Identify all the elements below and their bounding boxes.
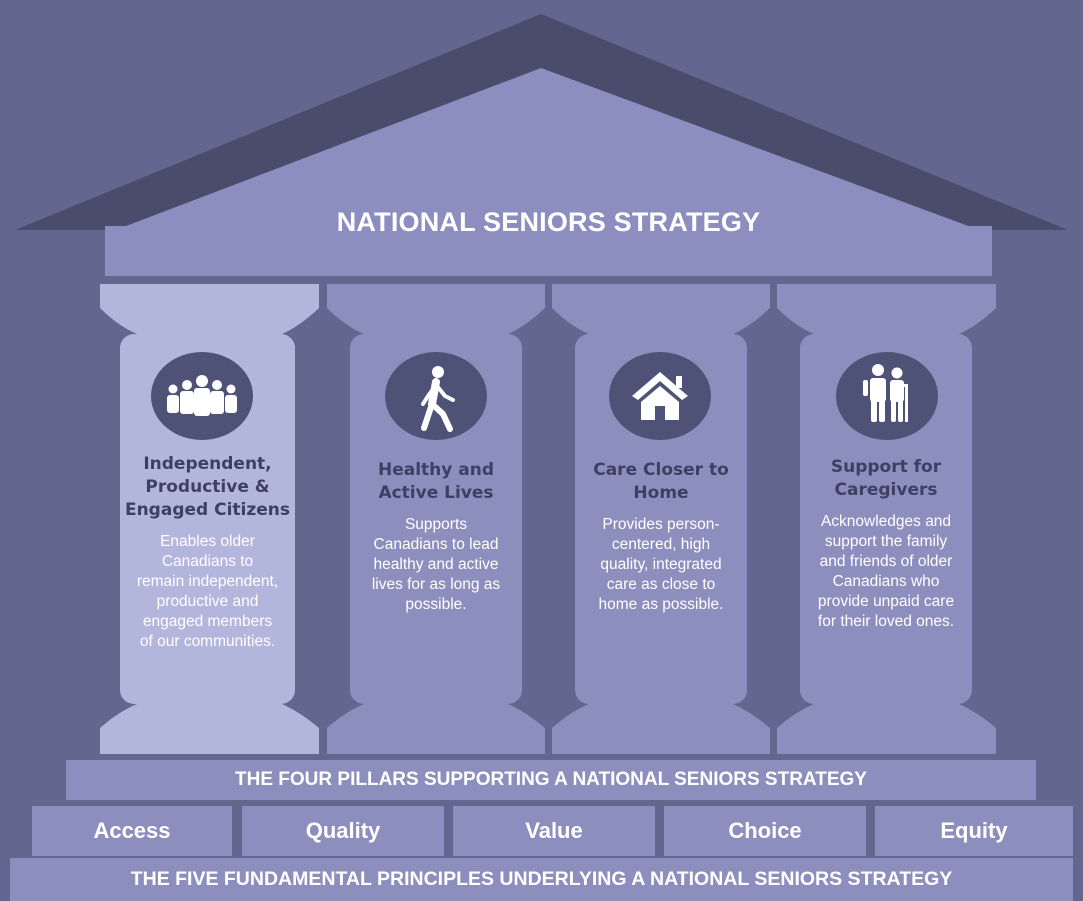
pillar-2-title: Healthy and Active Lives xyxy=(350,459,522,505)
pillar-3-title-line: Care Closer to xyxy=(593,460,729,480)
pillar-1-desc-line: Enables older xyxy=(160,533,255,550)
principle-value: Value xyxy=(453,806,655,856)
pillar-4-description: Acknowledges and support the family and … xyxy=(800,512,972,632)
pillar-2-title-line: Healthy and xyxy=(377,460,495,480)
pillar-3-desc-line: home as possible. xyxy=(598,596,724,613)
pillar-2-desc-line: Canadians to lead xyxy=(373,536,499,553)
pillar-3-desc-line: care as close to xyxy=(606,576,716,593)
pillar-1-title: Independent, Productive & Engaged Citize… xyxy=(120,453,295,522)
roof-frieze xyxy=(105,226,992,276)
principles-band-label: THE FIVE FUNDAMENTAL PRINCIPLES UNDERLYI… xyxy=(130,868,953,890)
pillar-1-desc-line: productive and xyxy=(156,593,259,610)
pillar-1-shape xyxy=(100,284,319,754)
roof-title: NATIONAL SENIORS STRATEGY xyxy=(336,207,761,237)
pillar-4-title-line: Caregivers xyxy=(834,480,938,500)
pillar-1-desc-line: engaged members xyxy=(142,613,273,630)
principle-access: Access xyxy=(32,806,232,856)
pillar-2-shape xyxy=(327,284,545,754)
house-icon xyxy=(632,372,688,420)
pillar-3-title-line: Home xyxy=(633,483,689,503)
group-of-people-icon xyxy=(167,375,237,416)
pillar-1: Independent, Productive & Engaged Citize… xyxy=(120,453,295,652)
walking-person-icon xyxy=(421,366,455,432)
pillar-4-title-line: Support for xyxy=(830,457,942,477)
pillar-1-desc-line: Canadians to xyxy=(161,553,254,570)
pillar-2-desc-line: Supports xyxy=(404,516,468,533)
pillar-1-desc-line: remain independent, xyxy=(136,573,279,590)
pillar-1-title-line: Productive & xyxy=(145,477,270,497)
pillar-2-title-line: Active Lives xyxy=(378,483,494,503)
elderly-couple-icon xyxy=(863,364,908,422)
pillar-2-desc-line: healthy and active xyxy=(373,556,499,573)
pillar-1-description: Enables older Canadians to remain indepe… xyxy=(120,532,295,652)
pillar-4-desc-line: Acknowledges and xyxy=(820,513,952,530)
pillar-3-desc-line: centered, high xyxy=(611,536,711,553)
pillars-band-label: THE FOUR PILLARS SUPPORTING A NATIONAL S… xyxy=(235,769,867,790)
pillar-3-shape xyxy=(552,284,770,754)
pillar-4: Support for Caregivers Acknowledges and … xyxy=(800,456,972,632)
pillar-2-description: Supports Canadians to lead healthy and a… xyxy=(350,515,522,615)
pillar-4-desc-line: support the family xyxy=(824,533,948,550)
pillar-3-desc-line: Provides person- xyxy=(602,516,720,533)
pillar-2: Healthy and Active Lives Supports Canadi… xyxy=(350,459,522,615)
pillar-3: Care Closer to Home Provides person- cen… xyxy=(575,459,747,615)
pillar-3-desc-line: quality, integrated xyxy=(600,556,722,573)
pillar-2-desc-line: possible. xyxy=(405,596,467,613)
pillar-4-title: Support for Caregivers xyxy=(800,456,972,502)
pillar-1-title-line: Engaged Citizens xyxy=(124,500,291,520)
pillar-3-description: Provides person- centered, high quality,… xyxy=(575,515,747,615)
principle-equity: Equity xyxy=(875,806,1073,856)
pillar-4-desc-line: and friends of older xyxy=(819,553,953,570)
pillar-4-desc-line: for their loved ones. xyxy=(817,613,955,630)
pillar-1-desc-line: of our communities. xyxy=(139,633,276,650)
pillars-band-bg xyxy=(66,760,1036,800)
pillar-1-title-line: Independent, xyxy=(143,454,272,474)
roof-inner xyxy=(105,68,990,234)
pillar-4-shape xyxy=(777,284,996,754)
principle-quality: Quality xyxy=(242,806,444,856)
pillar-4-desc-line: Canadians who xyxy=(832,573,940,590)
pillar-4-desc-line: provide unpaid care xyxy=(817,593,955,610)
pillar-2-desc-line: lives for as long as xyxy=(371,576,501,593)
pillar-3-title: Care Closer to Home xyxy=(575,459,747,505)
principle-choice: Choice xyxy=(664,806,866,856)
principles-band-bg xyxy=(10,858,1073,901)
